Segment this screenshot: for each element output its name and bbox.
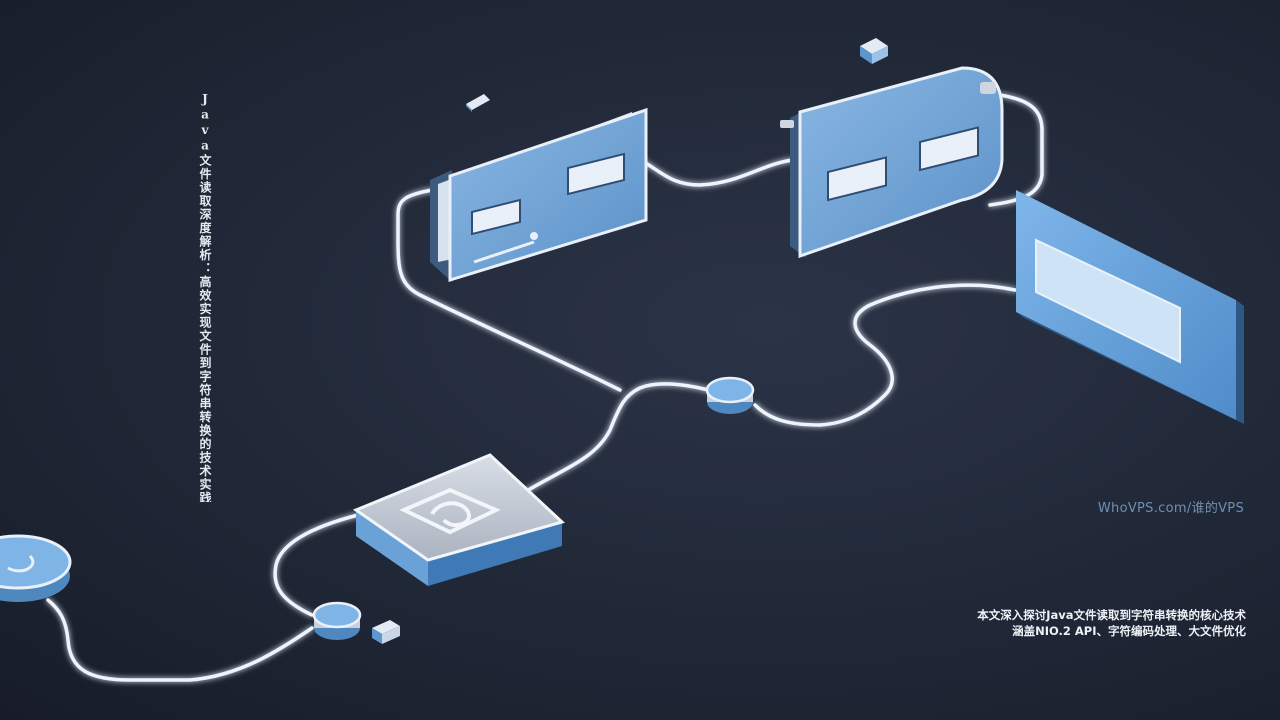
- floating-cube-top: [860, 38, 888, 64]
- wire-left-node-to-tile: [273, 513, 360, 617]
- floating-chip-small: [466, 94, 490, 112]
- article-title: Java文件读取深度解析：高效实现文件到字符串转换的技术实践: [198, 92, 212, 502]
- connector-node-left: [312, 601, 362, 640]
- wire-left-loop: [396, 188, 622, 392]
- wire-center-node-to-right: [753, 283, 1017, 427]
- floating-cube-bottom: [372, 620, 400, 644]
- site-watermark: WhoVPS.com/谁的VPS: [1097, 501, 1244, 516]
- connector-node-center: [705, 376, 755, 414]
- display-panel-3: [1016, 190, 1244, 424]
- connector-node-edge: [0, 534, 72, 602]
- server-panel-1: [430, 107, 648, 283]
- wire-bottom-left: [46, 598, 314, 682]
- summary-line-2: 涵盖NIO.2 API、字符编码处理、大文件优化: [1012, 624, 1246, 638]
- wire-tile-to-center-node: [518, 382, 718, 497]
- connection-wires: [46, 93, 1044, 682]
- article-summary: 本文深入探讨Java文件读取到字符串转换的核心技术 涵盖NIO.2 API、字符…: [977, 607, 1246, 639]
- wire-panel1-to-panel2: [638, 158, 794, 187]
- server-panel-2: [780, 66, 1004, 259]
- processing-tile: [352, 453, 565, 586]
- summary-line-1: 本文深入探讨Java文件读取到字符串转换的核心技术: [977, 608, 1246, 622]
